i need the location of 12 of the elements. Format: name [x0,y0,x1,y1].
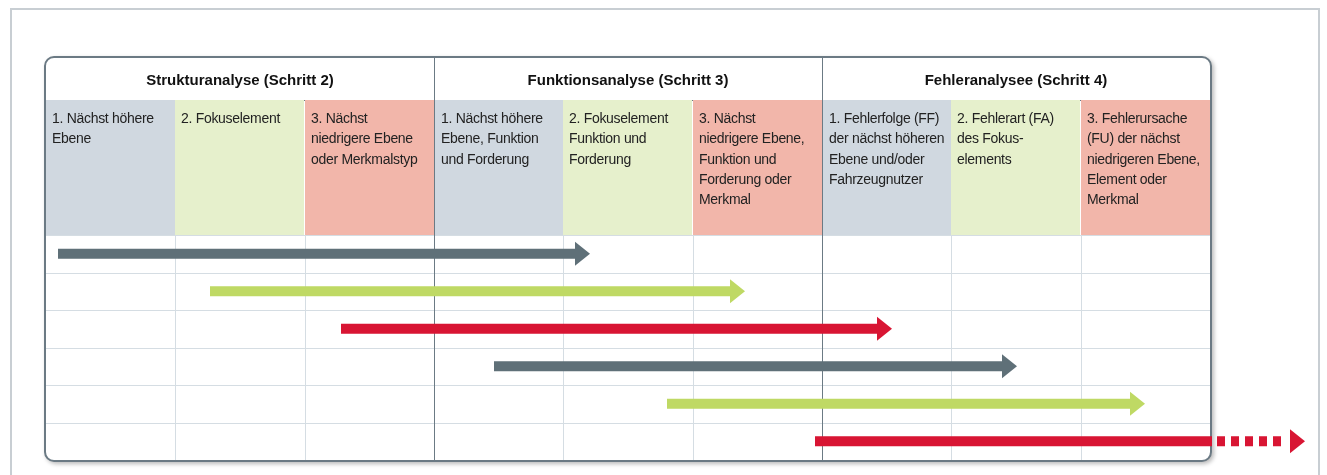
column-group-header: Fehleranalysee (Schritt 4) [923,69,1109,90]
table-cell: 3. Nächst niedrigere Ebene, Funktion und Forderung oder Merkmal [693,100,822,235]
table-cell: 1. Nächst höhere Ebene, Funktion und Forderung [435,100,564,235]
column-group-header: Funktionsanalyse (Schritt 3) [526,69,730,90]
table-cell: 2. Fokuselement [175,100,304,235]
column-group-header: Strukturanalyse (Schritt 2) [145,69,335,90]
table-cell: 1. Nächst höhere Ebene [46,100,175,235]
table-cell: 3. Nächst niedrigere Ebene oder Merkmalstyp [305,100,434,235]
table-cell: 2. Fokuselement Funktion und Forderung [563,100,692,235]
table-cell: 3. Fehlerursache (FU) der nächst niedrigeren Ebene, Element oder Merkmal [1081,100,1210,235]
table-cell: 1. Fehlerfolge (FF) der nächst höheren Ebene und/oder Fahrzeugnutzer [823,100,952,235]
table-cell: 2. Fehlerart (FA) des Fokus- elements [951,100,1080,235]
